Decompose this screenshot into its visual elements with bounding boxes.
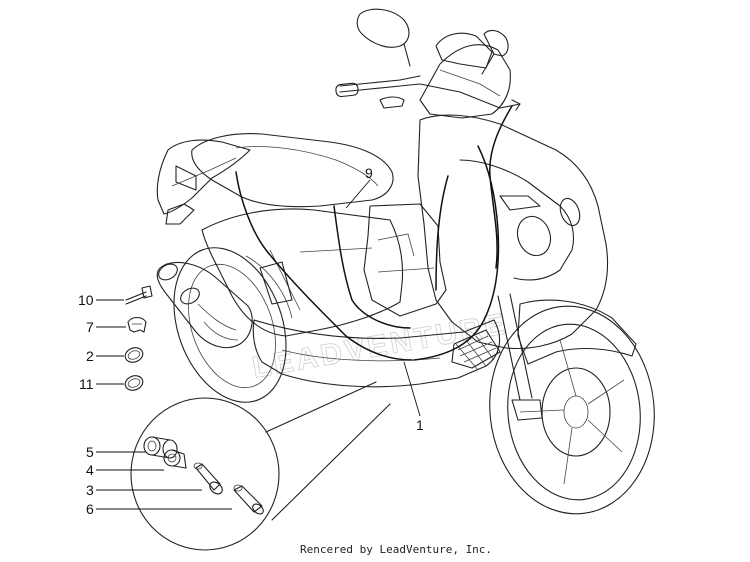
detail-magnifier [130,381,391,551]
callout-2: 2 [86,348,94,364]
callout-6: 6 [86,501,94,517]
scooter-illustration [156,8,655,515]
radiator-grille [451,329,501,371]
callout-5: 5 [86,444,94,460]
rear-wheel [173,247,287,403]
magnifier-circle [130,397,280,551]
part-5-sleeve [143,436,178,459]
callout-4: 4 [86,462,94,478]
seat [191,133,394,208]
exhaust [156,261,253,349]
floorboard [363,203,447,317]
part-3-adjuster [193,462,223,495]
front-wheel [489,305,655,515]
part-6-end-cap [233,484,264,515]
front-fairing [417,114,609,349]
callout-11: 11 [79,376,94,392]
part-11-clamp [124,375,144,391]
throttle-cables [235,105,513,361]
credit-text: Rencered by LeadVenture, Inc. [300,543,492,556]
part-4-nut [163,449,187,469]
front-fender [517,299,637,365]
callout-7: 7 [86,319,94,335]
callout-numbers: 9 10 7 2 11 1 5 4 3 6 [78,165,424,517]
callout-10: 10 [78,292,94,308]
callout-3: 3 [86,482,94,498]
tail-section [156,139,251,225]
part-7-clip [127,316,147,333]
front-cowl [419,32,511,119]
part-2-clamp [124,347,144,363]
callout-9: 9 [365,165,373,181]
callout-1: 1 [416,417,424,433]
body-panel [201,208,403,337]
leader-lines [96,179,421,510]
part-10-screw [125,285,153,305]
handlebars [335,8,521,111]
